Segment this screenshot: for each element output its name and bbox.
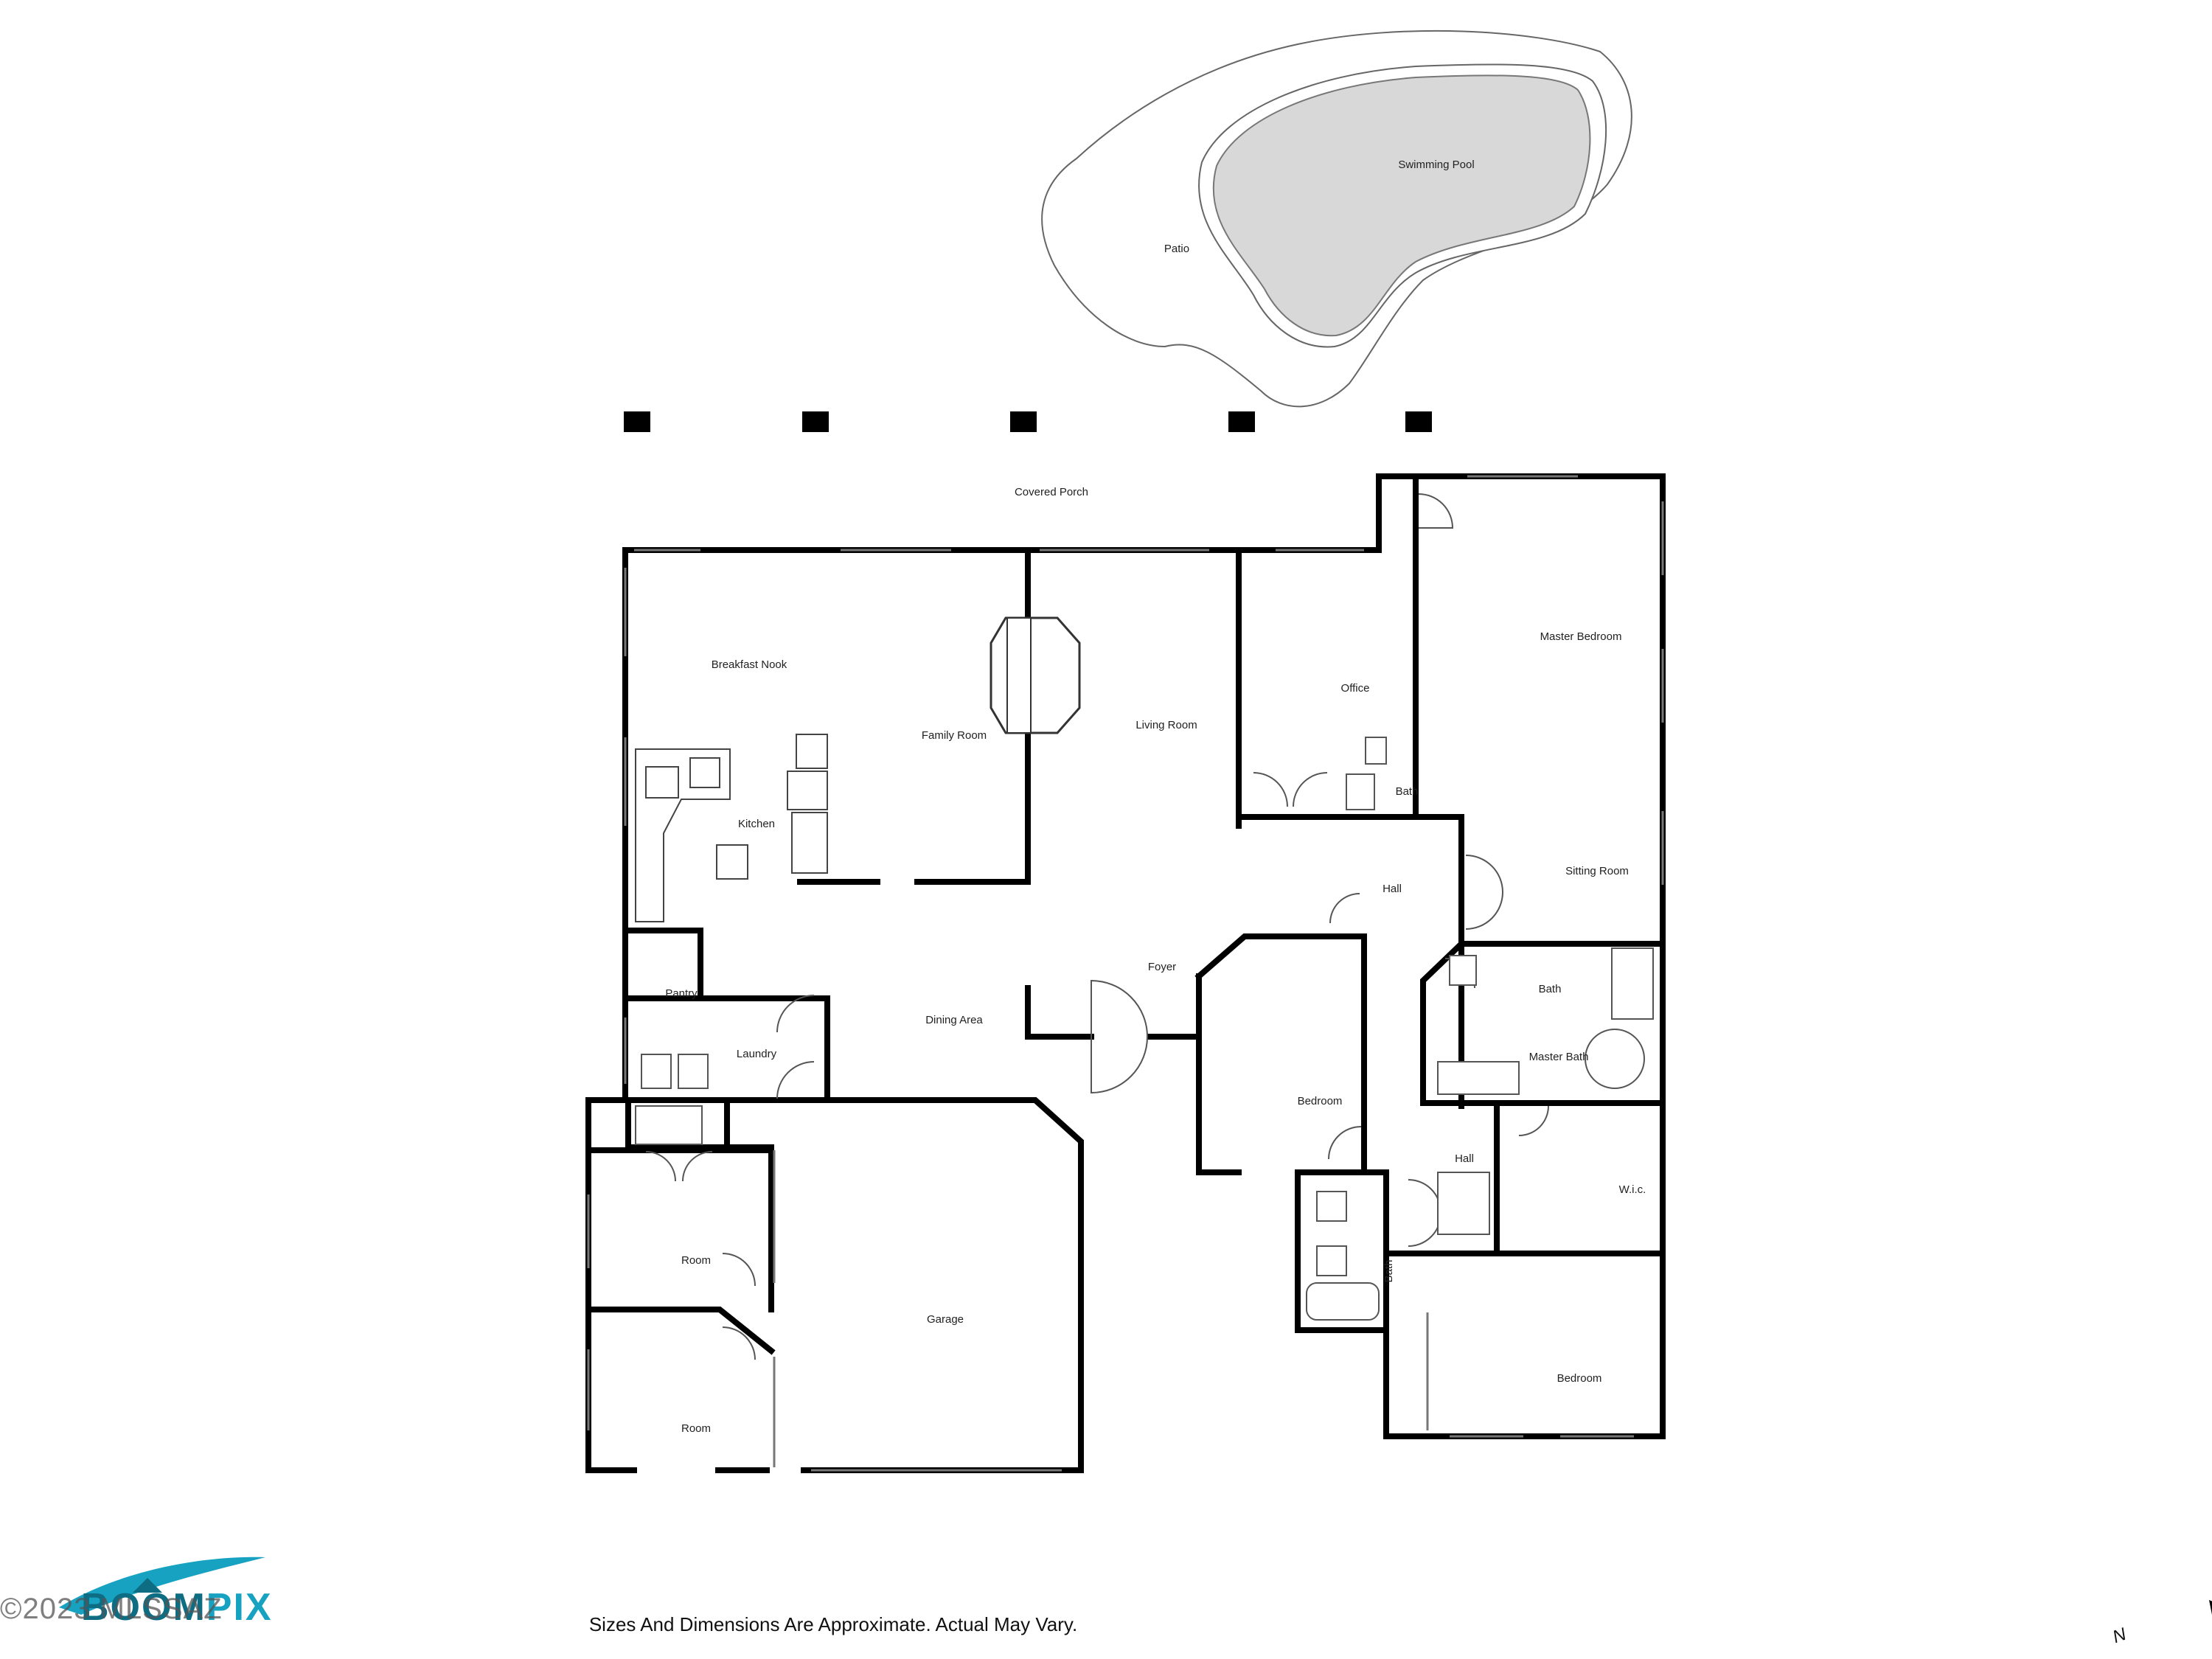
label-room-2: Room <box>681 1422 711 1435</box>
fireplace-box <box>1006 617 1032 734</box>
windows <box>587 475 1664 1472</box>
porch-post <box>624 411 650 432</box>
logo-swoosh <box>59 1557 265 1615</box>
label-bath-2: Bath <box>1539 983 1562 995</box>
label-swimming-pool: Swimming Pool <box>1398 159 1474 171</box>
label-bath-3: Bath <box>1382 1260 1395 1283</box>
label-covered-porch: Covered Porch <box>1015 486 1088 498</box>
label-pantry: Pantry <box>665 987 698 1000</box>
label-wic: W.i.c. <box>1619 1183 1646 1196</box>
label-garage: Garage <box>927 1313 964 1326</box>
pool-water <box>1212 74 1591 337</box>
label-breakfast-nook: Breakfast Nook <box>712 658 787 671</box>
label-office: Office <box>1341 682 1370 695</box>
label-bath-1: Bath <box>1396 785 1419 798</box>
porch-post <box>1228 411 1255 432</box>
label-laundry: Laundry <box>737 1048 777 1060</box>
copyright-watermark: ©2023 MLSSAZ <box>0 1593 223 1625</box>
brand-logo: BOOMPIX <box>81 1586 273 1629</box>
porch-post <box>1405 411 1432 432</box>
bath-fixtures <box>635 737 1654 1321</box>
walls <box>585 473 1666 1473</box>
fireplace <box>990 616 1081 734</box>
label-master-bath: Master Bath <box>1529 1051 1589 1063</box>
logo-house <box>133 1578 162 1593</box>
kitchen-fixtures <box>635 734 828 922</box>
disclaimer-text: Sizes And Dimensions Are Approximate. Ac… <box>588 1613 1078 1635</box>
label-dining-area: Dining Area <box>925 1014 983 1026</box>
label-foyer: Foyer <box>1148 961 1176 973</box>
porch-post <box>802 411 829 432</box>
label-master-bedroom: Master Bedroom <box>1540 630 1622 643</box>
north-arrow-icon <box>2209 1600 2212 1615</box>
label-hall-2: Hall <box>1455 1152 1474 1165</box>
label-sitting-room: Sitting Room <box>1565 865 1629 877</box>
label-hall-1: Hall <box>1382 883 1402 895</box>
label-kitchen: Kitchen <box>738 818 775 830</box>
porch-post <box>1010 411 1037 432</box>
label-room-1: Room <box>681 1254 711 1267</box>
label-family-room: Family Room <box>922 729 987 742</box>
label-living-room: Living Room <box>1135 719 1197 731</box>
label-bedroom-1: Bedroom <box>1298 1095 1343 1107</box>
label-bedroom-2: Bedroom <box>1557 1372 1602 1385</box>
label-patio: Patio <box>1164 243 1189 255</box>
